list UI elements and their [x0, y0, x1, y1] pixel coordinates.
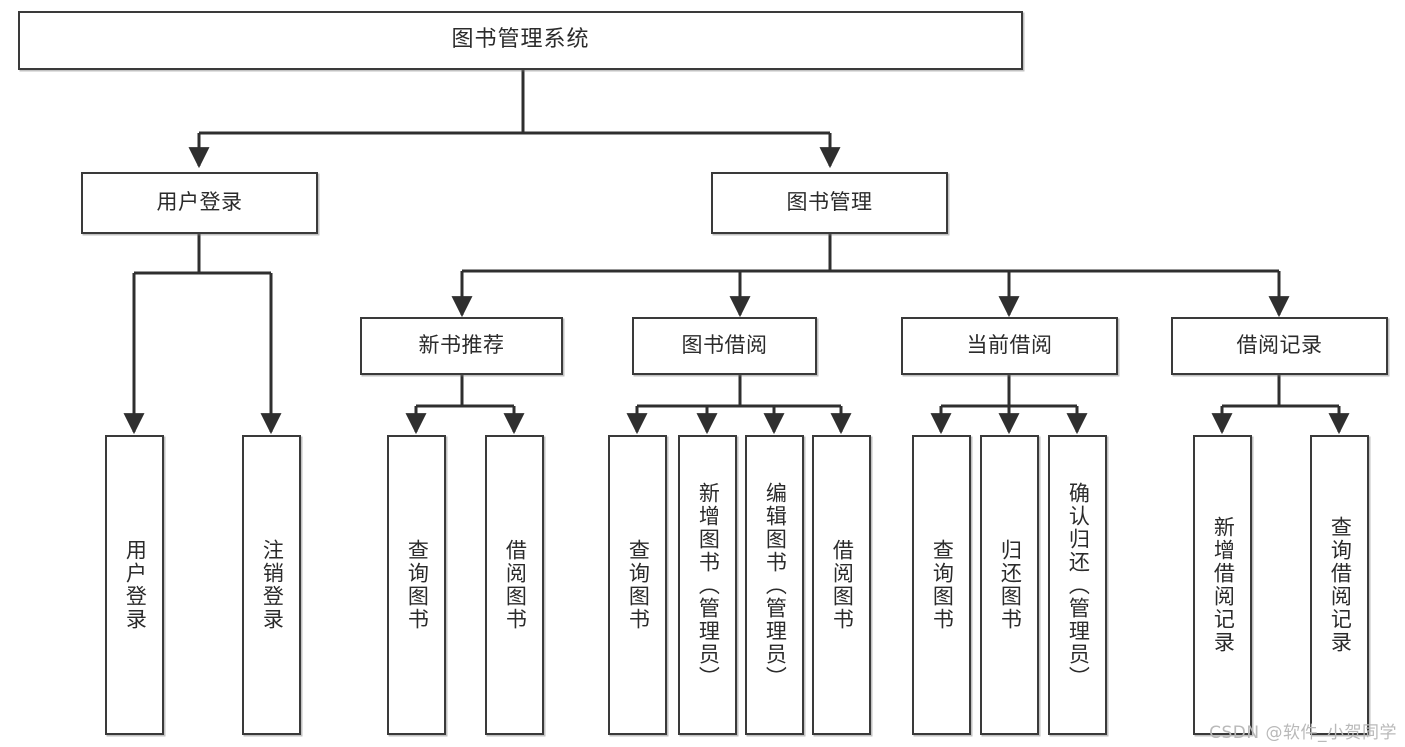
leaf-newbook-query-book[interactable]: 查询图书 — [387, 435, 446, 735]
node-book-management-label: 图书管理 — [786, 190, 873, 215]
leaf-newbook-borrow-book-label: 借阅图书 — [503, 539, 528, 631]
node-current-borrow[interactable]: 当前借阅 — [901, 317, 1118, 375]
leaf-logout[interactable]: 注销登录 — [242, 435, 301, 735]
leaf-user-login[interactable]: 用户登录 — [105, 435, 164, 735]
leaf-borrowrecord-query-record[interactable]: 查询借阅记录 — [1310, 435, 1369, 735]
node-book-borrow-label: 图书借阅 — [681, 333, 768, 358]
leaf-borrowrecord-add-record-label: 新增借阅记录 — [1211, 516, 1236, 654]
leaf-bookborrow-borrow-book-label: 借阅图书 — [830, 539, 855, 631]
node-root-book-management-system[interactable]: 图书管理系统 — [18, 11, 1023, 70]
node-book-management[interactable]: 图书管理 — [711, 172, 948, 234]
node-user-login[interactable]: 用户登录 — [81, 172, 318, 234]
leaf-borrowrecord-add-record[interactable]: 新增借阅记录 — [1193, 435, 1252, 735]
node-root-label: 图书管理系统 — [451, 27, 590, 53]
leaf-currentborrow-query-book[interactable]: 查询图书 — [912, 435, 971, 735]
leaf-logout-label: 注销登录 — [260, 539, 285, 631]
node-current-borrow-label: 当前借阅 — [966, 333, 1053, 358]
node-borrow-record-label: 借阅记录 — [1236, 333, 1323, 358]
leaf-currentborrow-return-book-label: 归还图书 — [998, 539, 1023, 631]
node-new-book-recommend[interactable]: 新书推荐 — [360, 317, 563, 375]
leaf-bookborrow-edit-book-admin-label: 编辑图书（管理员） — [763, 481, 788, 689]
leaf-currentborrow-query-book-label: 查询图书 — [930, 539, 955, 631]
node-borrow-record[interactable]: 借阅记录 — [1171, 317, 1388, 375]
leaf-bookborrow-add-book-admin-label: 新增图书（管理员） — [696, 481, 721, 689]
leaf-user-login-label: 用户登录 — [123, 539, 148, 631]
leaf-currentborrow-return-book[interactable]: 归还图书 — [980, 435, 1039, 735]
leaf-bookborrow-add-book-admin[interactable]: 新增图书（管理员） — [678, 435, 737, 735]
leaf-newbook-borrow-book[interactable]: 借阅图书 — [485, 435, 544, 735]
leaf-bookborrow-borrow-book[interactable]: 借阅图书 — [812, 435, 871, 735]
node-new-book-recommend-label: 新书推荐 — [418, 333, 505, 358]
node-user-login-label: 用户登录 — [156, 190, 243, 215]
leaf-bookborrow-edit-book-admin[interactable]: 编辑图书（管理员） — [745, 435, 804, 735]
leaf-currentborrow-confirm-return-admin-label: 确认归还（管理员） — [1066, 481, 1091, 689]
leaf-borrowrecord-query-record-label: 查询借阅记录 — [1328, 516, 1353, 654]
csdn-watermark: CSDN @软件_小贺同学 — [1209, 723, 1397, 743]
node-book-borrow[interactable]: 图书借阅 — [632, 317, 817, 375]
leaf-currentborrow-confirm-return-admin[interactable]: 确认归还（管理员） — [1048, 435, 1107, 735]
leaf-bookborrow-query-book[interactable]: 查询图书 — [608, 435, 667, 735]
leaf-newbook-query-book-label: 查询图书 — [405, 539, 430, 631]
leaf-bookborrow-query-book-label: 查询图书 — [626, 539, 651, 631]
